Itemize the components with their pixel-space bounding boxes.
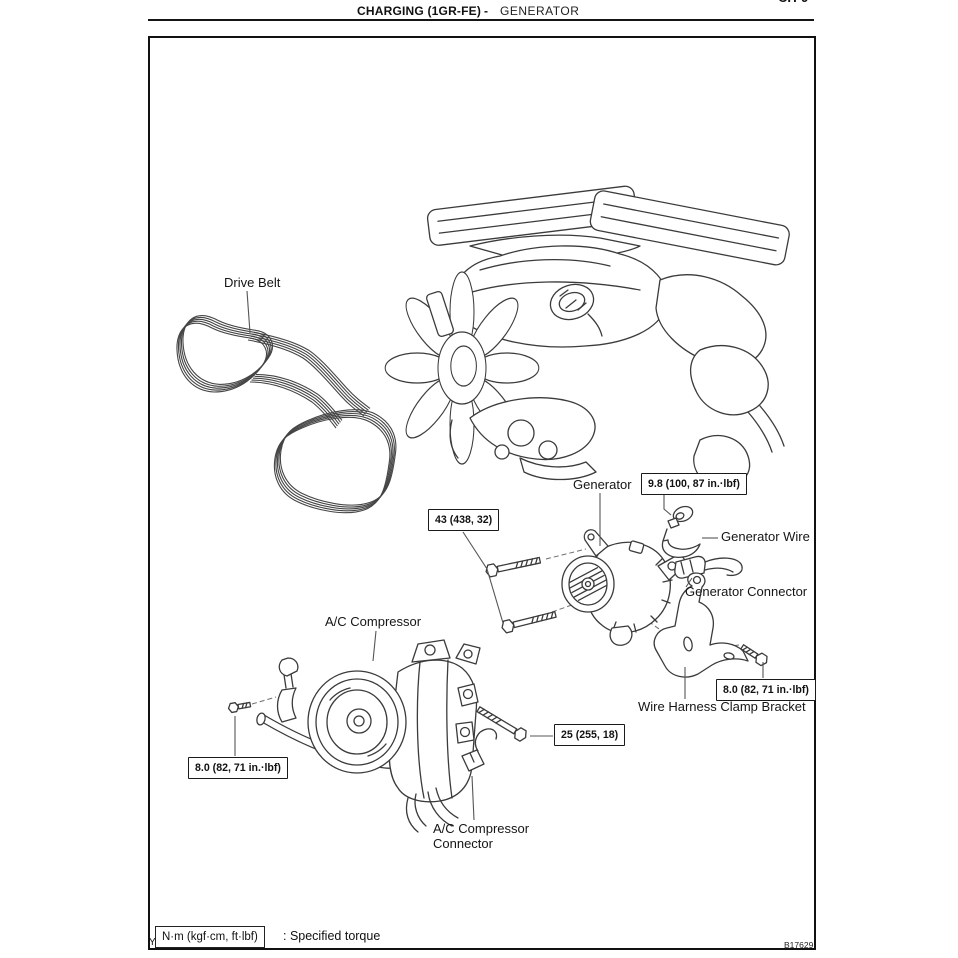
leader-lines xyxy=(234,290,764,821)
torque-spec-bracket-bolt: 8.0 (82, 71 in.·lbf) xyxy=(716,679,816,701)
header-rule xyxy=(148,19,814,21)
figure-code: B17629 xyxy=(784,940,814,950)
figure-frame xyxy=(148,36,816,950)
label-generator-connector: Generator Connector xyxy=(685,584,808,599)
ac-compressor-illustration xyxy=(251,639,498,833)
torque-spec-compressor-small-bolt: 8.0 (82, 71 in.·lbf) xyxy=(188,757,288,779)
drive-belt-illustration xyxy=(176,315,397,514)
torque-spec-generator-bolts: 43 (438, 32) xyxy=(428,509,500,531)
header-subsection-title: GENERATOR xyxy=(500,4,580,18)
torque-legend-box: N·m (kgf·cm, ft·lbf) xyxy=(155,926,265,948)
compressor-bolt-small xyxy=(227,699,252,714)
generator-connector-part xyxy=(674,555,743,579)
torque-legend-text: : Specified torque xyxy=(283,929,381,943)
wire-harness-clamp-bracket-illustration xyxy=(653,572,749,678)
page-corner-clipped-text: CH-9 xyxy=(778,0,842,4)
page-corner-mark: Y xyxy=(149,937,156,948)
label-ac-compressor-connector-line1: A/C Compressor xyxy=(433,821,530,836)
engine-illustration xyxy=(384,185,790,487)
label-ac-compressor-connector-line2: Connector xyxy=(433,836,493,851)
label-wire-harness-clamp-bracket: Wire Harness Clamp Bracket xyxy=(638,699,806,714)
ac-compressor-connector-part xyxy=(461,728,498,772)
torque-spec-compressor-long-bolt: 25 (255, 18) xyxy=(554,724,626,746)
generator-bolt-lower xyxy=(499,607,558,635)
generator-bolt-upper xyxy=(484,553,542,579)
label-ac-compressor-connector: A/C Compressor Connector xyxy=(433,821,529,851)
label-generator: Generator xyxy=(573,477,632,492)
torque-spec-terminal-nut: 9.8 (100, 87 in.·lbf) xyxy=(641,473,747,495)
compressor-bolt-long xyxy=(474,703,530,744)
terminal-parts xyxy=(661,505,701,558)
header-separator: - xyxy=(484,4,488,18)
label-drive-belt: Drive Belt xyxy=(224,275,281,290)
label-ac-compressor: A/C Compressor xyxy=(325,614,422,629)
label-generator-wire: Generator Wire xyxy=(721,529,810,544)
